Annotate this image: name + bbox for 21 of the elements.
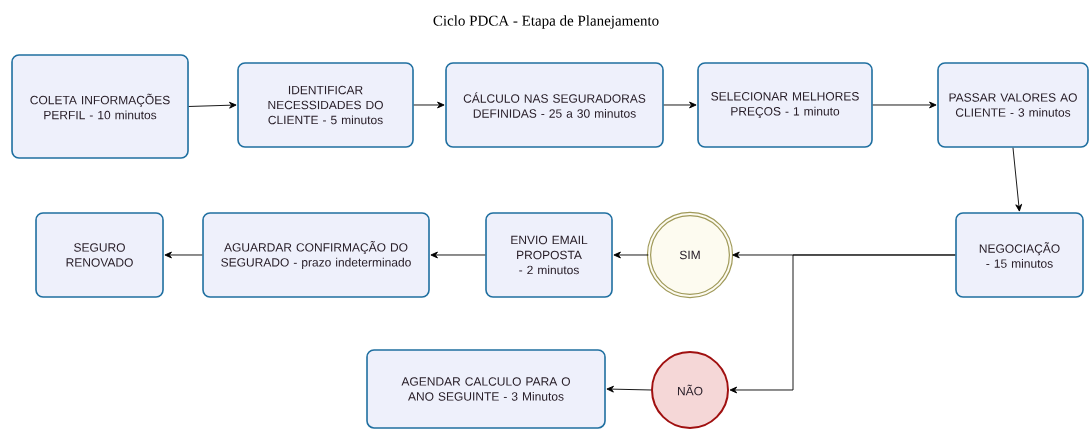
arrow <box>1012 147 1023 212</box>
process-box: PASSAR VALORES AO CLIENTE - 3 minutos <box>937 62 1089 148</box>
arrow <box>606 385 652 393</box>
arrow <box>413 101 445 109</box>
process-box: AGENDAR CALCULO PARA O ANO SEGUINTE - 3 Minutos <box>366 349 606 429</box>
arrow <box>729 254 956 394</box>
process-box: AGUARDAR CONFIRMAÇÃO DO SEGURADO - prazo indeterminado <box>202 212 430 298</box>
process-box: SELECIONAR MELHORES PREÇOS - 1 minuto <box>697 62 873 148</box>
title: Ciclo PDCA - Etapa de Planejamento <box>433 15 659 29</box>
process-box: IDENTIFICAR NECESSIDADES DO CLIENTE - 5 minutos <box>237 62 414 148</box>
arrow <box>613 251 649 259</box>
arrow <box>872 101 937 109</box>
arrow <box>430 251 486 259</box>
process-box: CÁLCULO NAS SEGURADORAS DEFINIDAS - 25 a 30 minutos <box>445 62 664 148</box>
arrow <box>663 101 697 109</box>
process-box: SEGURO RENOVADO <box>35 212 164 298</box>
process-box: ENVIO EMAIL PROPOSTA - 2 minutos <box>485 212 613 298</box>
process-box: NEGOCIAÇÃO - 15 minutos <box>955 212 1084 298</box>
arrow <box>164 251 203 259</box>
process-box: COLETA INFORMAÇÕES PERFIL - 10 minutos <box>11 54 189 159</box>
arrow <box>188 101 237 109</box>
